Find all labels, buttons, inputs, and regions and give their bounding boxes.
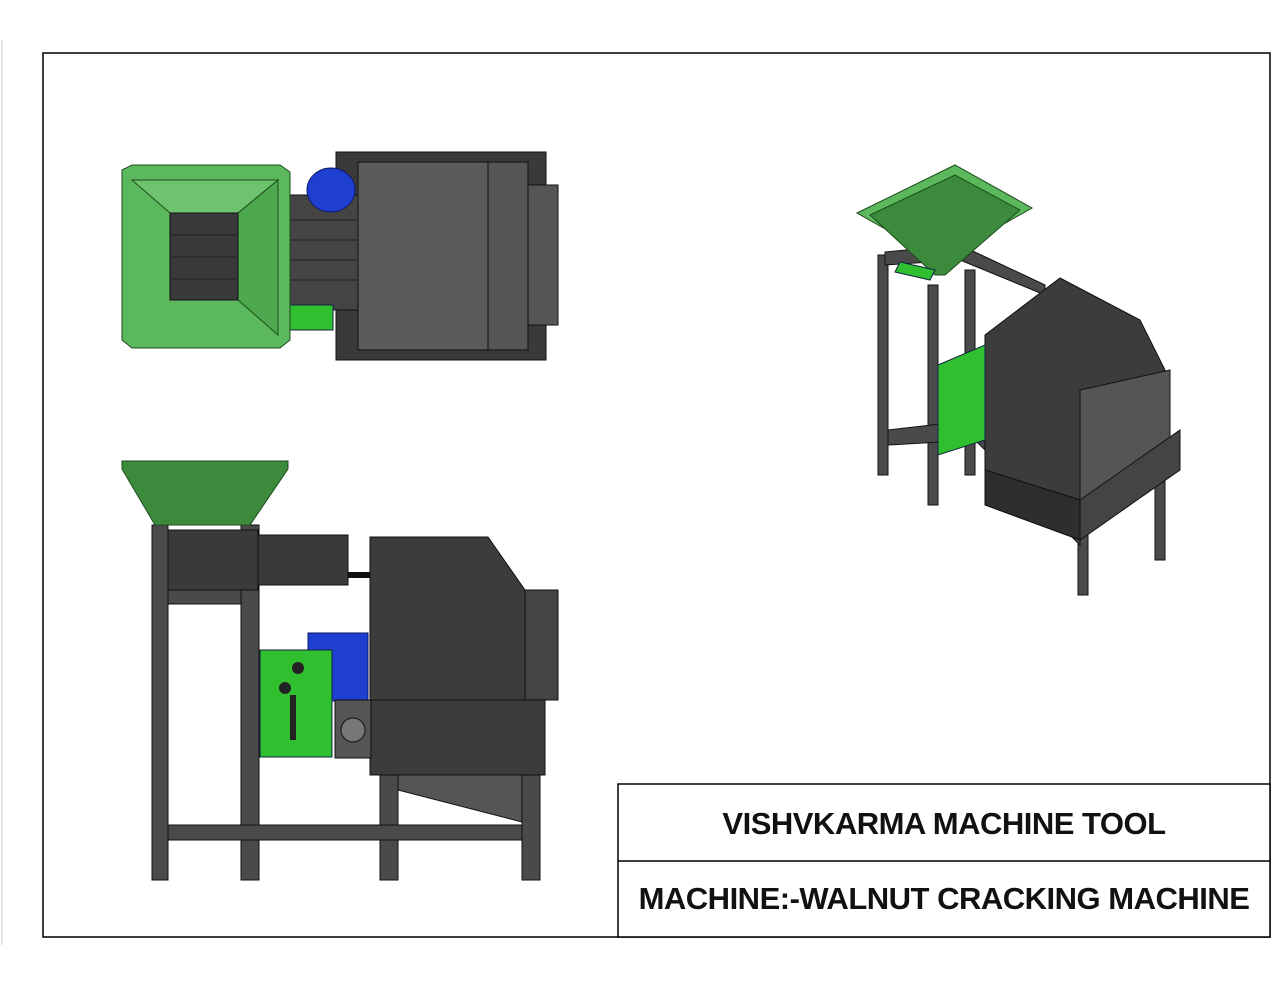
iso-control-panel bbox=[937, 344, 986, 456]
top-view bbox=[121, 151, 559, 361]
panel-knob bbox=[292, 662, 304, 674]
front-gear-icon bbox=[340, 717, 366, 743]
panel-knob bbox=[279, 682, 291, 694]
top-control-panel bbox=[287, 304, 334, 331]
top-side-plate bbox=[527, 184, 559, 326]
front-chute bbox=[257, 534, 349, 586]
front-hopper bbox=[121, 460, 289, 526]
top-housing-lid bbox=[357, 161, 489, 351]
front-side-plates bbox=[524, 589, 559, 701]
front-housing bbox=[369, 536, 526, 701]
front-bracket bbox=[167, 529, 259, 591]
front-frame-legs bbox=[151, 524, 541, 881]
iso-bracket bbox=[894, 261, 936, 281]
iso-hopper-inner bbox=[869, 174, 1021, 276]
title-block bbox=[617, 783, 1271, 938]
front-view bbox=[121, 460, 559, 881]
front-discharge-chute bbox=[397, 774, 523, 823]
top-roller-lines bbox=[288, 219, 358, 281]
machine-name: MACHINE:-WALNUT CRACKING MACHINE bbox=[638, 881, 1250, 916]
isometric-view bbox=[855, 164, 1181, 596]
top-roller-assembly bbox=[287, 194, 359, 311]
iso-side-plate bbox=[1079, 429, 1181, 541]
panel-switch bbox=[290, 695, 296, 740]
top-housing-side bbox=[487, 161, 529, 351]
company-name: VISHVKARMA MACHINE TOOL bbox=[722, 805, 1166, 841]
top-motor bbox=[306, 167, 356, 213]
top-opening-lines bbox=[170, 234, 238, 280]
front-lower-box bbox=[369, 699, 546, 776]
